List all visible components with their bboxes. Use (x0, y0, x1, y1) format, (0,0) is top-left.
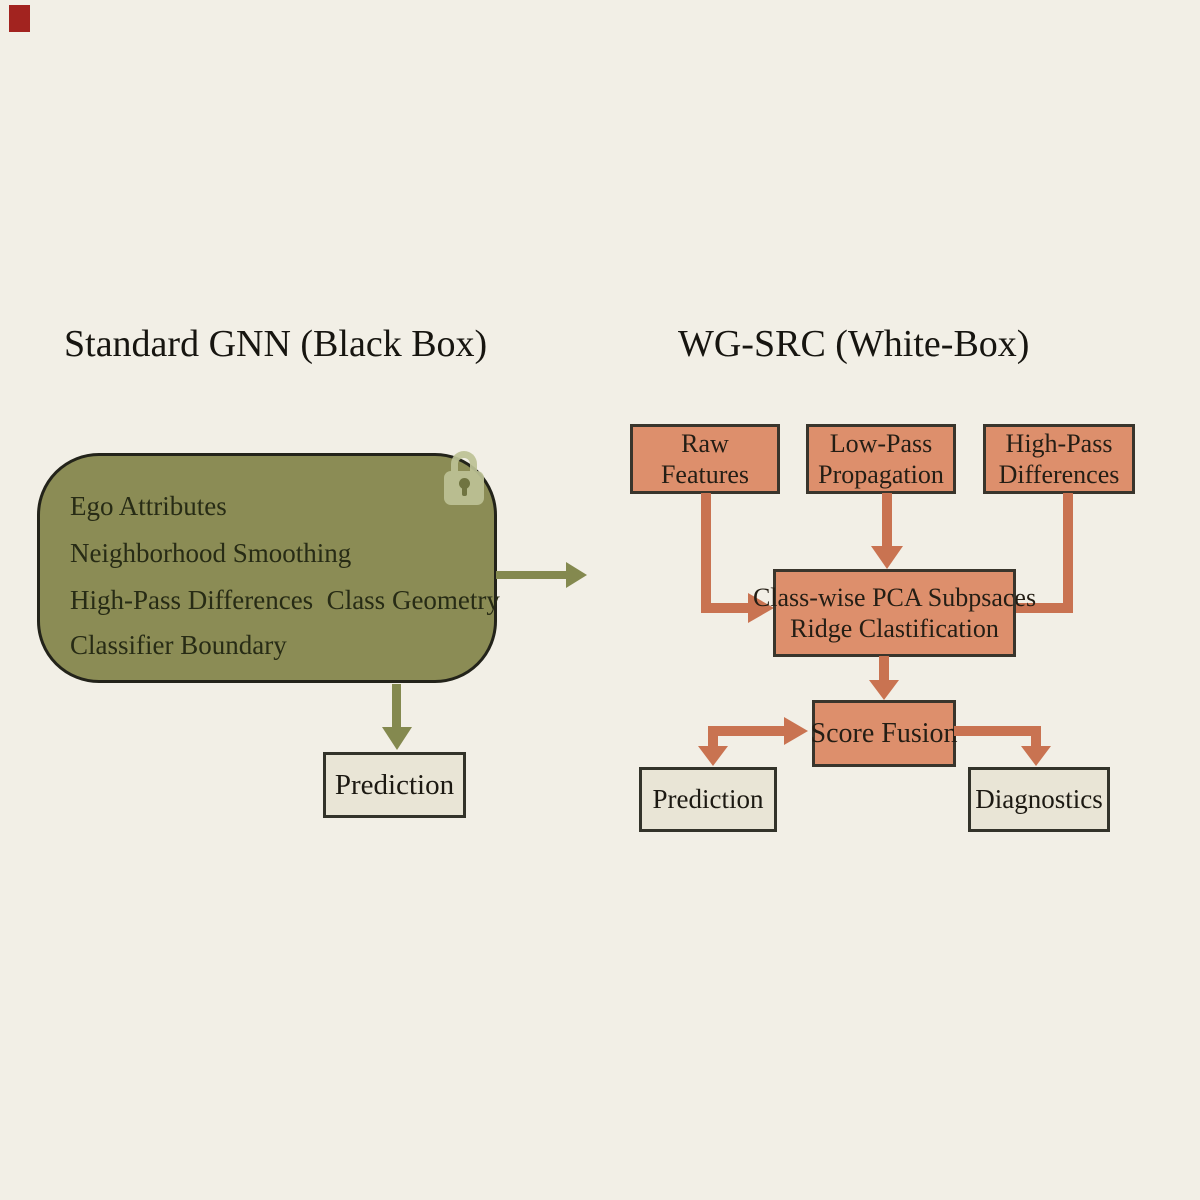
src-prediction-label: Prediction (652, 784, 764, 814)
red-corner-marker (9, 5, 30, 32)
gnn-item-classifier-boundary: Classifier Boundary (70, 630, 287, 660)
connector-highpass-horizontal (1014, 603, 1073, 613)
lock-keyhole (459, 478, 470, 489)
wgsrc-title: WG-SRC (White-Box) (678, 323, 1030, 365)
gnn-item-ego-attributes: Ego Attributes (70, 491, 227, 521)
node-pca-ridge: Class-wise PCA Subpsaces Ridge Clastific… (753, 569, 1036, 657)
connector-fusion-right-horizontal (954, 726, 1041, 736)
gnn-output-arrowhead-icon (566, 562, 587, 588)
gnn-black-box: Ego Attributes Neighborhood Smoothing Hi… (37, 453, 500, 683)
connector-fusion-left-arrowhead-down-icon (698, 746, 728, 766)
connector-pca-arrowhead-icon (869, 680, 899, 700)
lock-icon (444, 451, 484, 505)
lock-keyhole-stem (462, 486, 467, 496)
src-diagnostics-label: Diagnostics (975, 784, 1103, 814)
gnn-title: Standard GNN (Black Box) (64, 323, 488, 365)
connector-highpass-vertical (1063, 493, 1073, 613)
connector-fusion-left-arrowhead-right-icon (784, 717, 808, 745)
src-prediction-box: Prediction (639, 767, 777, 832)
low-pass-line1: Low-Pass (829, 429, 933, 458)
src-diagnostics-box: Diagnostics (968, 767, 1110, 832)
gnn-prediction-label: Prediction (334, 768, 455, 801)
high-pass-line2: Differences (998, 460, 1120, 489)
score-fusion-label: Score Fusion (810, 718, 958, 749)
connector-raw-vertical (701, 493, 711, 613)
gnn-prediction-arrowhead-icon (382, 727, 412, 750)
node-low-pass-propagation: Low-Pass Propagation (806, 424, 956, 494)
raw-features-line1: Raw (681, 429, 729, 458)
connector-lowpass-vertical (882, 493, 892, 548)
connector-raw-arrowhead-icon (748, 593, 774, 623)
gnn-prediction-arrow-line (392, 684, 401, 729)
connector-fusion-right-arrowhead-down-icon (1021, 746, 1051, 766)
pca-line2: Ridge Clastification (790, 614, 999, 643)
gnn-output-arrow-line (496, 571, 568, 579)
pca-line1: Class-wise PCA Subpsaces (752, 583, 1037, 612)
node-score-fusion: Score Fusion (810, 700, 958, 767)
connector-raw-horizontal (701, 603, 750, 613)
gnn-item-highpass-class-geometry: High-Pass Differences Class Geometry (70, 585, 500, 615)
connector-fusion-left-vertical (708, 726, 718, 748)
connector-fusion-left-horizontal (708, 726, 786, 736)
connector-fusion-right-vertical (1031, 726, 1041, 748)
connector-pca-vertical (879, 656, 889, 682)
low-pass-line2: Propagation (818, 460, 944, 489)
node-raw-features: Raw Features (630, 424, 780, 494)
raw-features-line2: Features (660, 460, 750, 489)
high-pass-line1: High-Pass (1005, 429, 1113, 458)
gnn-prediction-box: Prediction (323, 752, 466, 818)
lock-shackle (451, 451, 477, 477)
connector-lowpass-arrowhead-icon (871, 546, 903, 569)
gnn-item-neighborhood-smoothing: Neighborhood Smoothing (70, 538, 352, 568)
node-high-pass-differences: High-Pass Differences (983, 424, 1135, 494)
